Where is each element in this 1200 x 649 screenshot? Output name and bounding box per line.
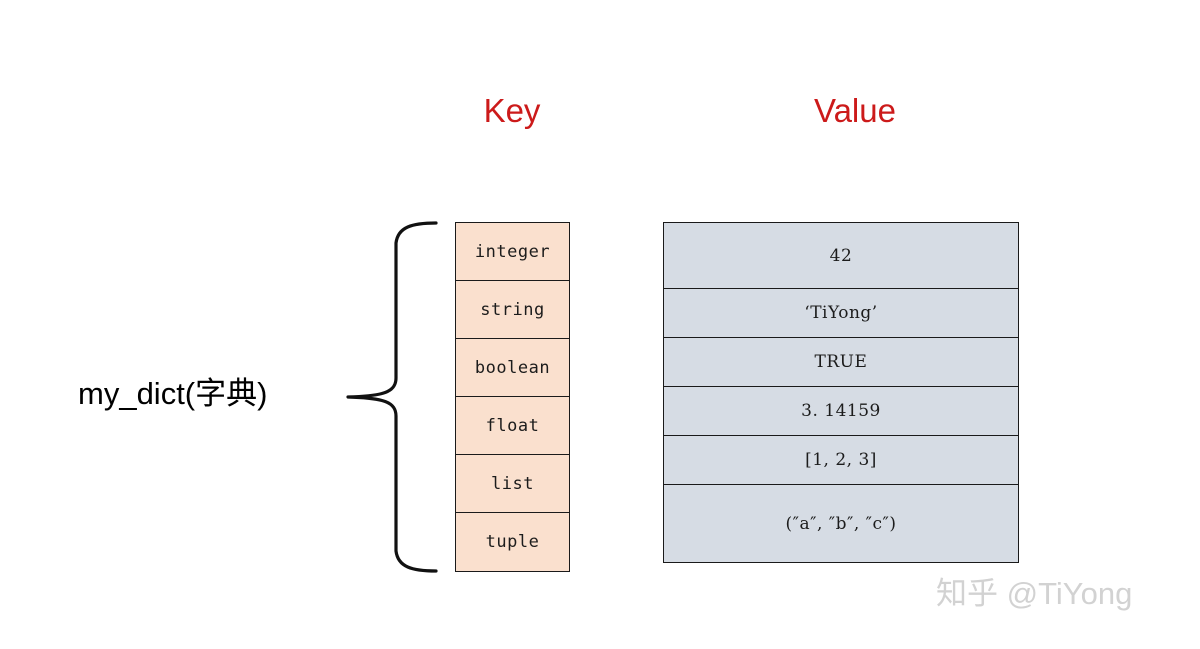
value-cell: ‘TiYong’ — [664, 289, 1018, 338]
watermark: 知乎 @TiYong — [936, 576, 1133, 611]
key-cell: integer — [456, 223, 569, 281]
value-column-table: 42 ‘TiYong’ TRUE 3. 14159 [1, 2, 3] (″a″… — [663, 222, 1019, 563]
value-column-header: Value — [814, 92, 896, 129]
key-column-header: Key — [483, 92, 541, 129]
brace-path — [346, 221, 438, 573]
key-cell: string — [456, 281, 569, 339]
value-cell: (″a″, ″b″, ″c″) — [664, 485, 1018, 562]
value-cell: [1, 2, 3] — [664, 436, 1018, 485]
dict-label: my_dict(字典) — [78, 376, 268, 411]
key-cell: tuple — [456, 513, 569, 571]
key-column-table: integer string boolean float list tuple — [455, 222, 570, 572]
brace-svg — [346, 221, 438, 573]
value-cell: 3. 14159 — [664, 387, 1018, 436]
left-curly-brace-icon — [340, 210, 450, 585]
key-cell: float — [456, 397, 569, 455]
value-cell: TRUE — [664, 338, 1018, 387]
key-cell: list — [456, 455, 569, 513]
key-cell: boolean — [456, 339, 569, 397]
value-cell: 42 — [664, 223, 1018, 289]
